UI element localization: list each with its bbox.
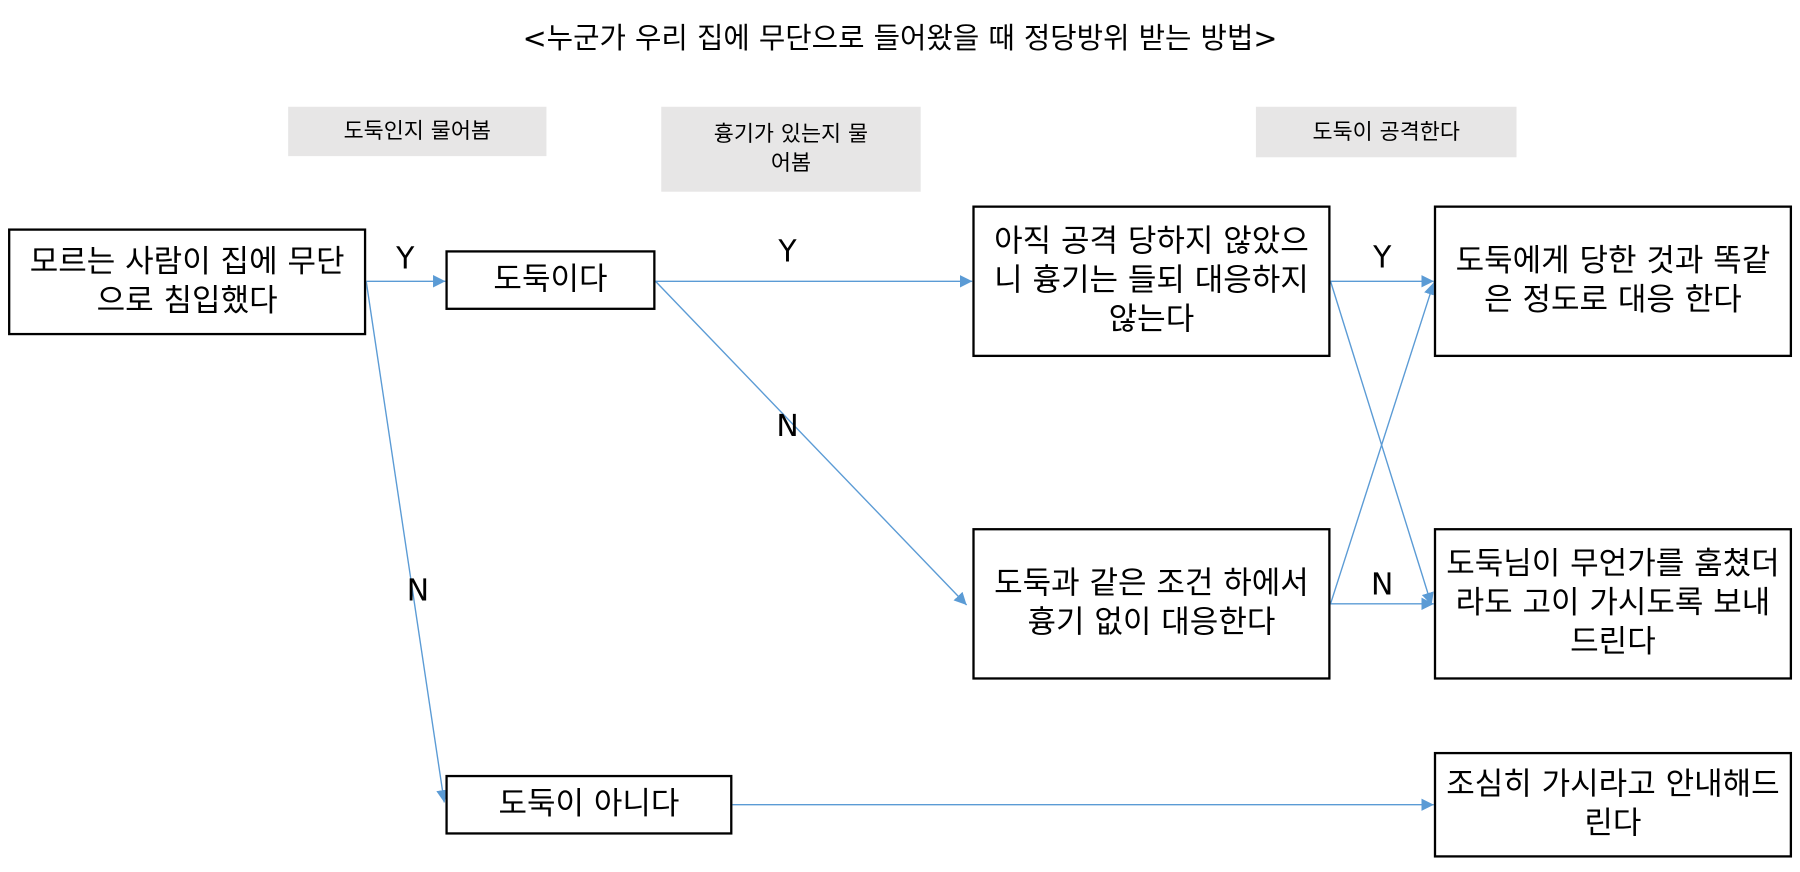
edge-label-no: N <box>1371 568 1394 603</box>
node-start: 모르는 사람이 집에 무단으로 침입했다 <box>8 228 367 336</box>
edge-label-no: N <box>406 574 430 609</box>
edge-label-yes: Y <box>778 235 797 270</box>
edge-a-letgo <box>1329 281 1434 606</box>
node-guide-out: 조심히 가시라고 안내해드린다 <box>1433 751 1793 858</box>
node-no-weapon: 도둑과 같은 조건 하에서 흉기 없이 대응한다 <box>972 528 1331 680</box>
node-thief: 도둑이다 <box>445 250 656 310</box>
edge-thief-no-weapon <box>655 280 968 606</box>
diagram-title: <누군가 우리 집에 무단으로 들어왔을 때 정당방위 받는 방법> <box>522 21 1278 56</box>
node-same-degree: 도둑에게 당한 것과 똑같은 정도로 대응 한다 <box>1433 205 1793 358</box>
node-not-thief: 도둑이 아니다 <box>445 774 733 835</box>
stage-label-ask-thief: 도둑인지 물어봄 <box>288 106 547 157</box>
stage-label-ask-weapon: 흉기가 있는지 물어봄 <box>661 106 921 192</box>
edge-label-yes: Y <box>396 242 415 277</box>
edge-label-no: N <box>776 409 799 445</box>
stage-label-thief-attacks: 도둑이 공격한다 <box>1255 106 1517 158</box>
node-not-attacked: 아직 공격 당하지 않았으니 흉기는 들되 대응하지 않는다 <box>972 205 1331 358</box>
edge-label-yes: Y <box>1373 241 1392 276</box>
edge-b-same <box>1329 282 1436 605</box>
edge-start-not-thief <box>365 281 449 803</box>
node-let-go: 도둑님이 무언가를 훔쳤더라도 고이 가시도록 보내드린다 <box>1433 528 1793 680</box>
